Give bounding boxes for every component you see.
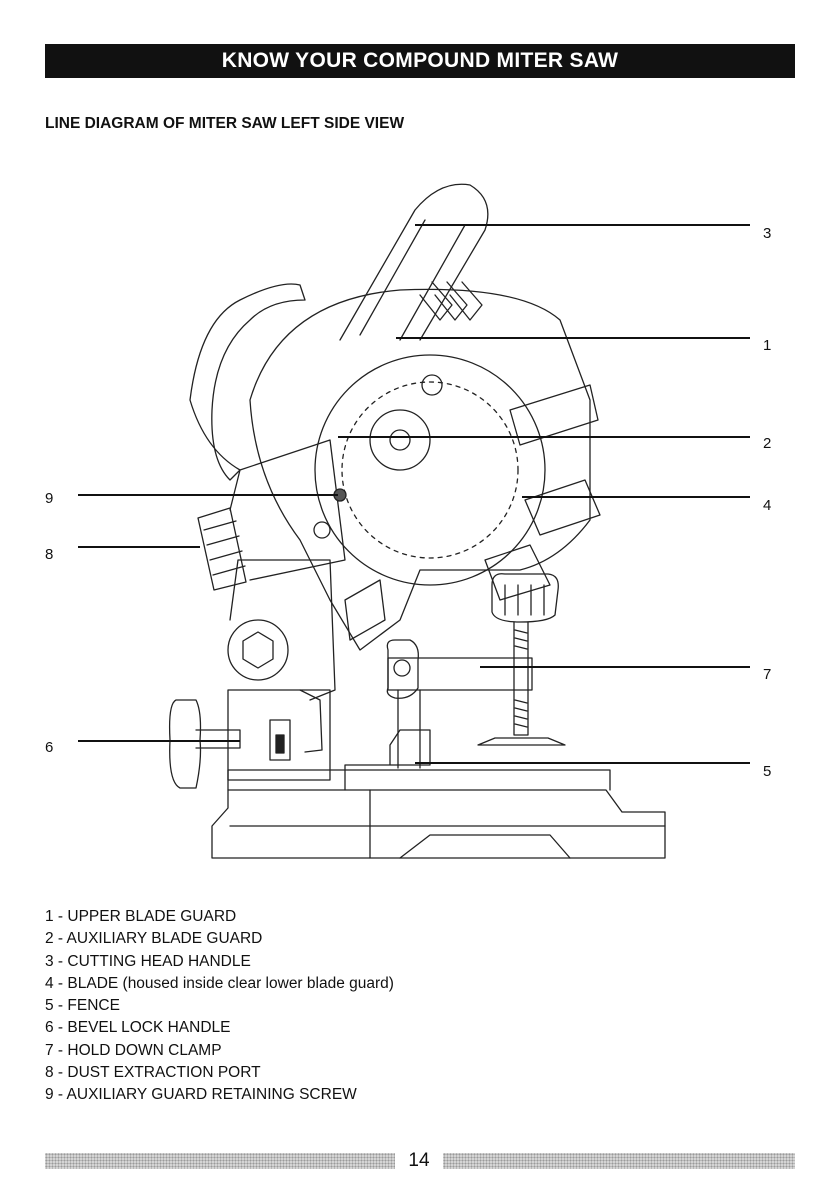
legend-item: 8 - DUST EXTRACTION PORT [45, 1064, 261, 1082]
footer-bar-right [443, 1153, 795, 1169]
arbor-center [369, 409, 431, 471]
legend-item: 9 - AUXILIARY GUARD RETAINING SCREW [45, 1086, 357, 1104]
legend-item: 7 - HOLD DOWN CLAMP [45, 1041, 222, 1059]
page-footer: 14 [0, 1147, 839, 1175]
callout-1: 1 [763, 337, 772, 354]
bevel-lock-handle [168, 699, 202, 789]
saw-base [211, 789, 666, 859]
legend-item: 1 - UPPER BLADE GUARD [45, 908, 237, 925]
blade-disc [314, 354, 546, 586]
hold-down-clamp [387, 657, 533, 691]
callout-8: 8 [45, 546, 54, 563]
callout-6: 6 [45, 739, 54, 756]
parts-legend: 1 - UPPER BLADE GUARD 2 - AUXILIARY BLAD… [45, 906, 394, 1107]
callout-2: 2 [763, 435, 772, 452]
section-title: LINE DIAGRAM OF MITER SAW LEFT SIDE VIEW [45, 115, 405, 132]
legend-item: 3 - CUTTING HEAD HANDLE [45, 952, 251, 970]
header-banner: KNOW YOUR COMPOUND MITER SAW [45, 44, 795, 78]
clamp-knob [491, 573, 559, 623]
callout-7: 7 [763, 666, 772, 683]
callout-3: 3 [763, 225, 772, 242]
legend-item: 5 - FENCE [45, 997, 120, 1015]
legend-item: 2 - AUXILIARY BLADE GUARD [45, 930, 263, 948]
callout-9: 9 [45, 490, 54, 507]
fence [344, 729, 431, 791]
header-title: KNOW YOUR COMPOUND MITER SAW [221, 49, 619, 72]
footer-bar-left [45, 1153, 395, 1169]
upper-blade-guard [249, 288, 591, 651]
miter-saw-diagram [78, 183, 750, 859]
legend-item: 6 - BEVEL LOCK HANDLE [45, 1019, 231, 1037]
legend-item: 4 - BLADE (housed inside clear lower bla… [45, 974, 394, 992]
page-number: 14 [408, 1150, 430, 1171]
cutting-head-handle [339, 183, 489, 341]
dust-extraction-port [197, 507, 247, 591]
callout-5: 5 [763, 763, 772, 780]
callout-4: 4 [763, 497, 772, 514]
